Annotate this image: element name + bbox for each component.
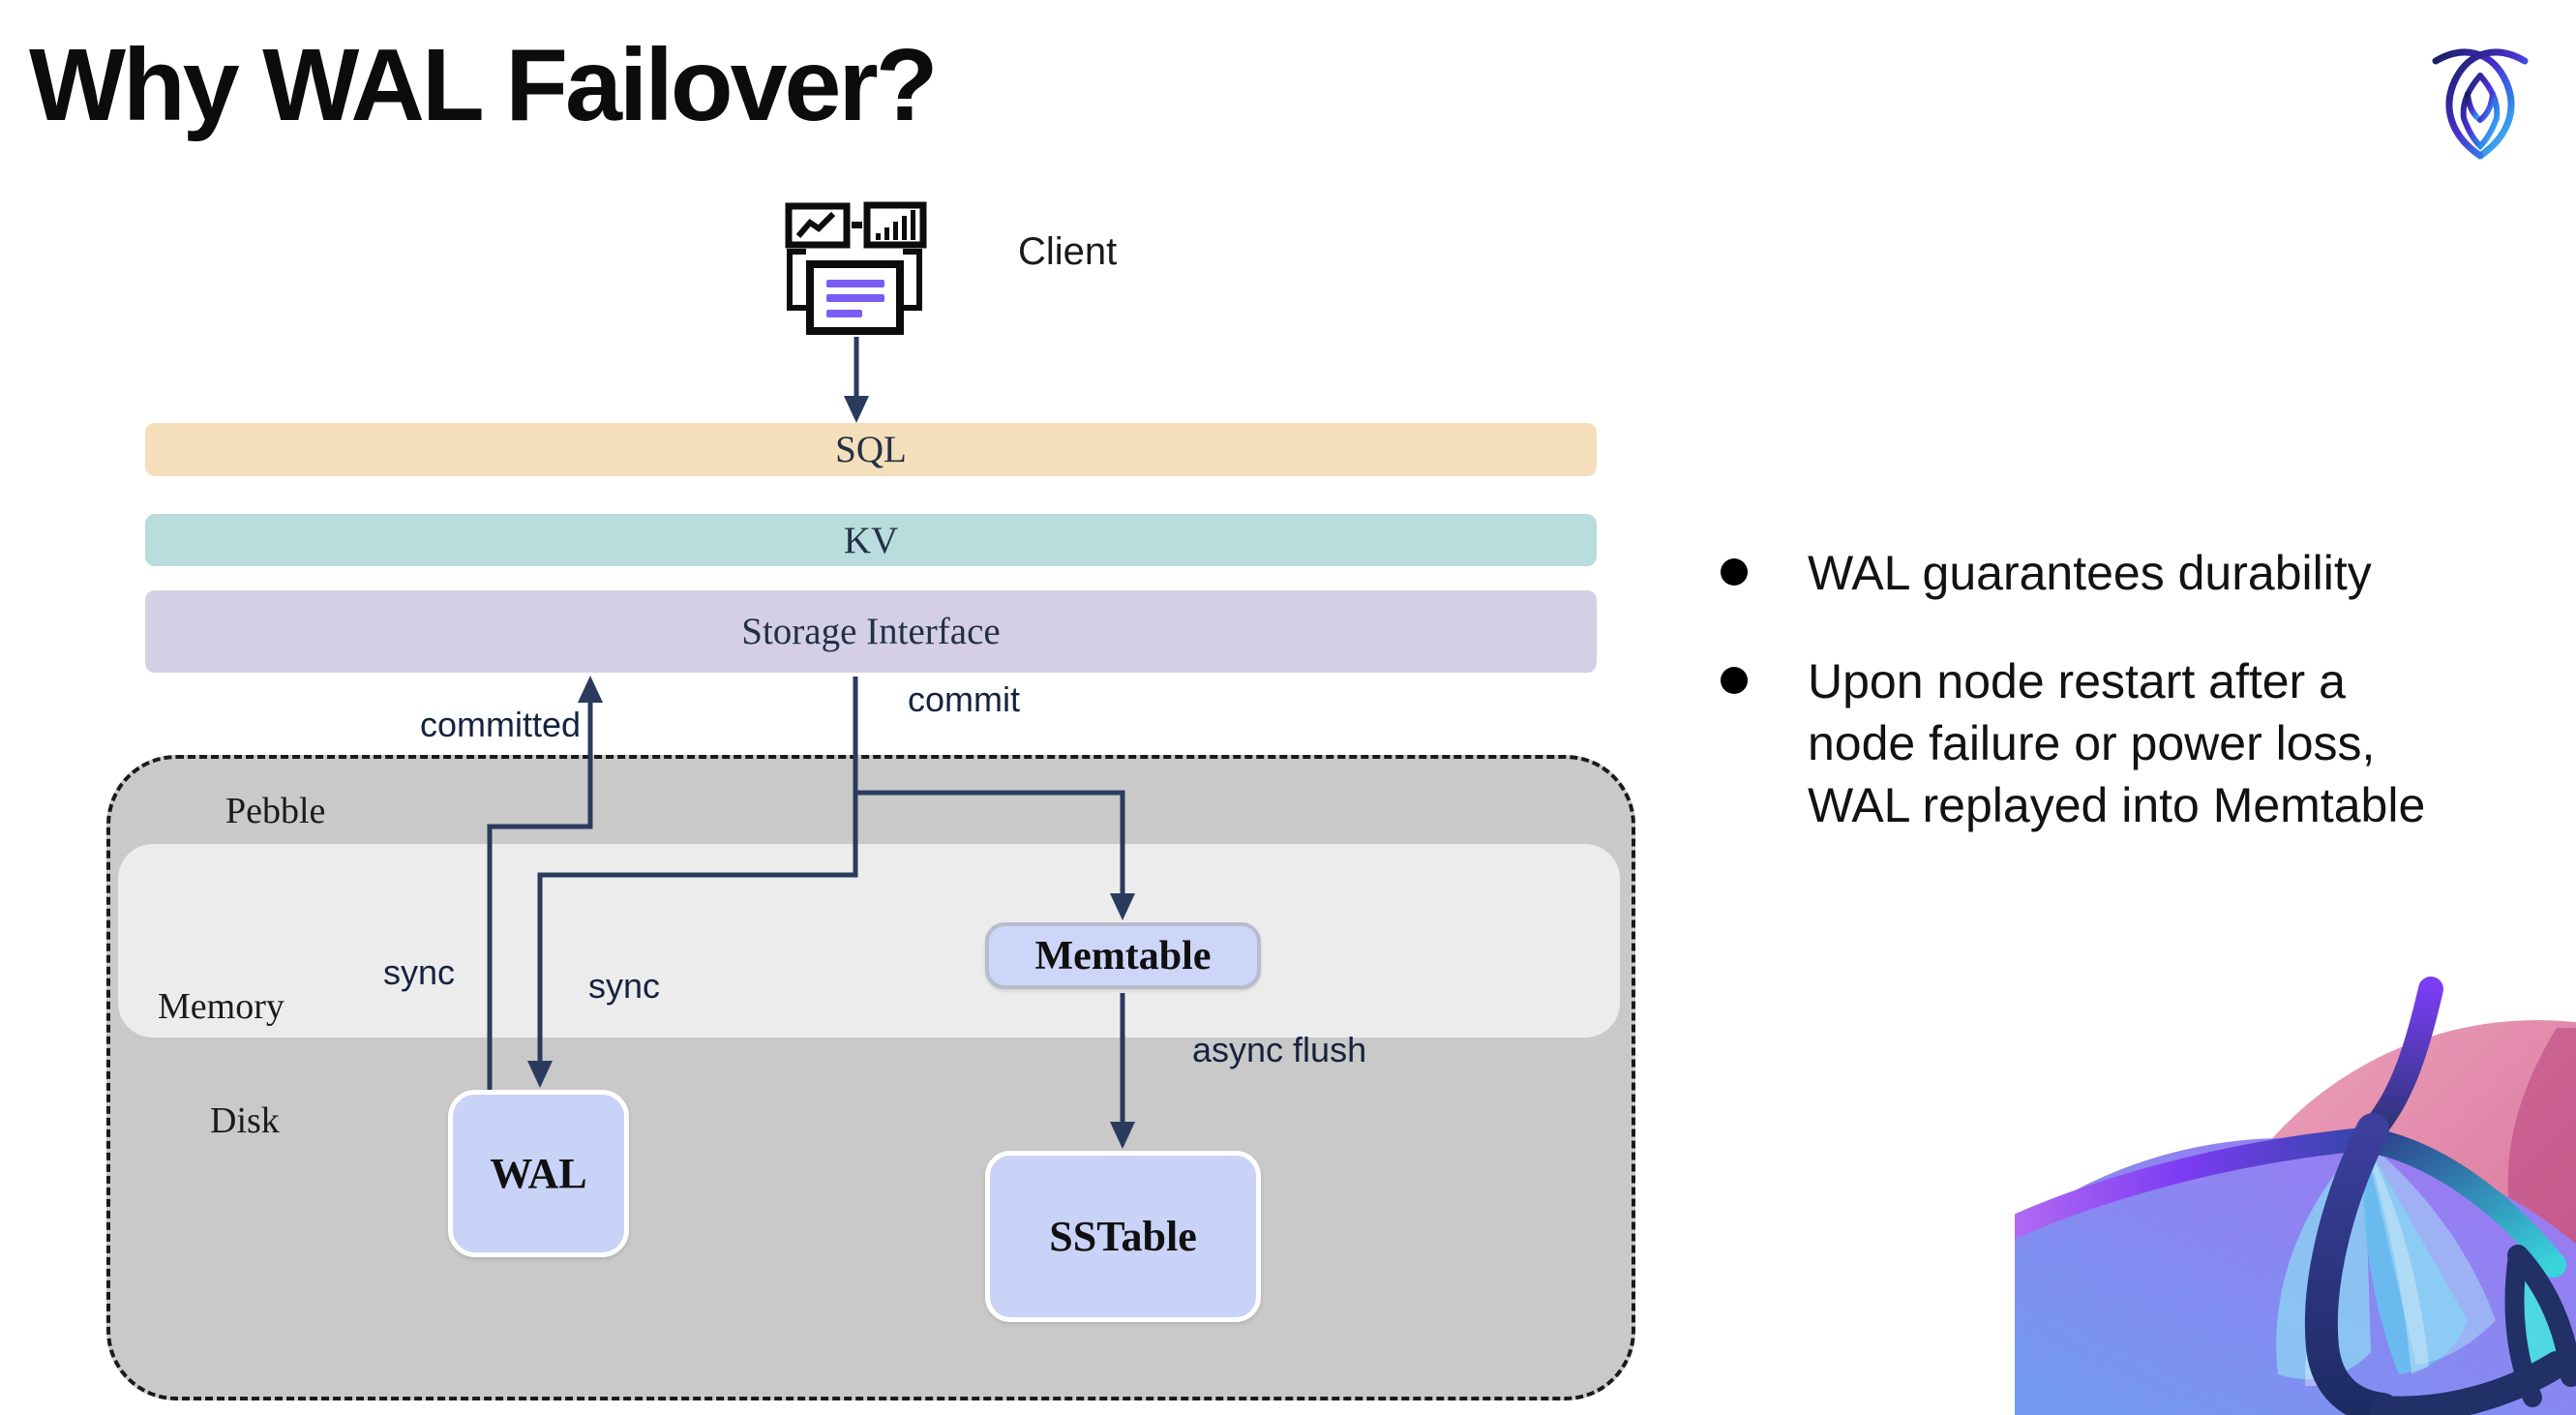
bullet-dot: [1721, 558, 1748, 586]
layer-label-sql: SQL: [835, 429, 907, 470]
layer-label-kv: KV: [843, 519, 899, 561]
list-item: Upon node restart after a node failure o…: [1721, 650, 2524, 836]
cockroachdb-logo-icon: [2432, 48, 2529, 160]
edge-label-commit: commit: [908, 679, 1020, 719]
layer-label-storage-interface: Storage Interface: [741, 611, 1001, 652]
memtable-node-label: Memtable: [1034, 933, 1212, 978]
line-chart-icon: [785, 202, 851, 249]
wal-node-label: WAL: [490, 1150, 587, 1197]
sstable-node-label: SSTable: [1049, 1213, 1197, 1260]
edge-label-committed: committed: [419, 705, 581, 744]
bullet-text: WAL guarantees durability: [1808, 542, 2372, 604]
edge-label-sync-right: sync: [588, 966, 661, 1006]
pebble-label: Pebble: [225, 791, 326, 831]
bullet-line: WAL replayed into Memtable: [1808, 778, 2426, 832]
sstable-node: SSTable: [985, 1151, 1261, 1322]
layer-bar-storage-interface: Storage Interface: [145, 590, 1597, 673]
bullet-line: WAL guarantees durability: [1808, 546, 2372, 600]
edge-label-sync-left: sync: [383, 952, 456, 992]
memtable-node: Memtable: [985, 922, 1261, 989]
bullet-line: node failure or power loss,: [1808, 716, 2376, 770]
bullet-text: Upon node restart after a node failure o…: [1808, 650, 2425, 836]
edge-label-async-flush: async flush: [1192, 1030, 1367, 1069]
bullet-list: WAL guarantees durability Upon node rest…: [1721, 542, 2524, 883]
page-title: Why WAL Failover?: [29, 28, 938, 142]
dash-glyph: [852, 222, 862, 228]
client-icon: [785, 201, 927, 335]
memory-strip: [118, 844, 1620, 1038]
list-item: WAL guarantees durability: [1721, 542, 2524, 604]
bullet-line: Upon node restart after a: [1808, 654, 2346, 708]
memory-label: Memory: [158, 986, 285, 1027]
client-label: Client: [1018, 230, 1118, 273]
brand-art: [2015, 977, 2576, 1415]
bullet-dot: [1721, 667, 1748, 694]
wal-node: WAL: [448, 1090, 629, 1257]
disk-label: Disk: [210, 1100, 280, 1141]
layer-bar-sql: SQL: [145, 423, 1597, 476]
layer-bar-kv: KV: [145, 514, 1597, 566]
